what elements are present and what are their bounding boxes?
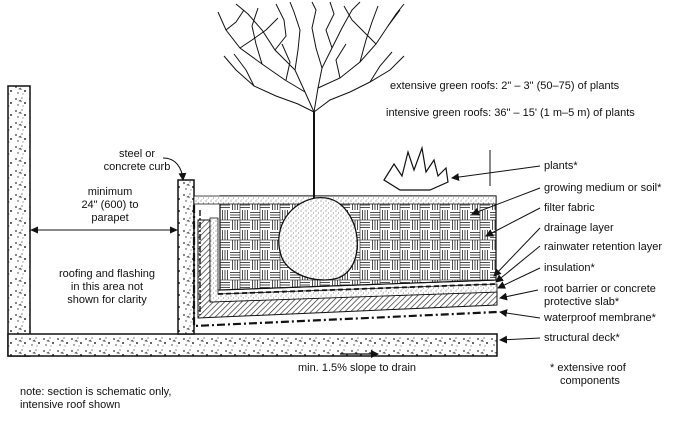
schematic-note-line2: intensive roof shown (20, 399, 121, 411)
layer-label-root-barrier: root barrier or concrete (544, 283, 656, 295)
minimum-distance-label: minimum 24" (600) to parapet (60, 186, 160, 225)
roofing-flashing-label: roofing and flashing in this area not sh… (42, 268, 172, 307)
extensive-note-line2: components (560, 375, 620, 387)
curb-leader (162, 157, 187, 181)
waterproof-membrane (192, 205, 498, 328)
concrete-curb (177, 179, 195, 335)
curb-label-line2: concrete curb (103, 161, 171, 173)
roofing-label-line3: shown for clarity (67, 294, 147, 306)
extensive-components-note: * extensive roof components (550, 362, 626, 388)
layer-label-protective-slab: protective slab* (544, 296, 620, 308)
curb-label: steel or concrete curb (92, 148, 182, 174)
structural-deck (7, 333, 498, 357)
drainage-layer (217, 283, 498, 295)
root-ball (278, 196, 358, 281)
extensive-note-line1: * extensive roof (550, 362, 626, 374)
curb-label-line1: steel or (118, 148, 156, 160)
layer-label-plants: plants* (544, 160, 578, 172)
extensive-roof-note: extensive green roofs: 2" – 3" (50–75) o… (390, 80, 620, 92)
growing-medium-top-band (193, 195, 497, 205)
slope-label: min. 1.5% slope to drain (298, 362, 417, 374)
layer-label-drainage: drainage layer (544, 222, 614, 234)
small-plant (383, 145, 449, 191)
layer-label-structural-deck: structural deck* (544, 332, 620, 344)
roofing-label-line1: roofing and flashing (58, 268, 155, 280)
minimum-label-line1: minimum (87, 186, 133, 198)
layer-leaders (451, 165, 541, 344)
parapet-wall (7, 85, 31, 357)
minimum-label-line2: 24" (600) to (81, 199, 139, 211)
schematic-note-line1: note: section is schematic only, (20, 386, 172, 398)
intensive-roof-note: intensive green roofs: 36" – 15' (1 m–5 … (386, 107, 635, 119)
tree-canopy (217, 1, 405, 113)
layer-label-growing-medium: growing medium or soil* (544, 182, 662, 194)
minimum-label-line3: parapet (91, 212, 129, 224)
layer-label-insulation: insulation* (544, 262, 595, 274)
schematic-note: note: section is schematic only, intensi… (20, 386, 171, 412)
roofing-label-line2: in this area not (70, 281, 144, 293)
layer-label-retention: rainwater retention layer (544, 241, 663, 253)
layer-label-filter-fabric: filter fabric (544, 202, 595, 214)
layer-label-waterproof: waterproof membrane* (544, 312, 656, 324)
